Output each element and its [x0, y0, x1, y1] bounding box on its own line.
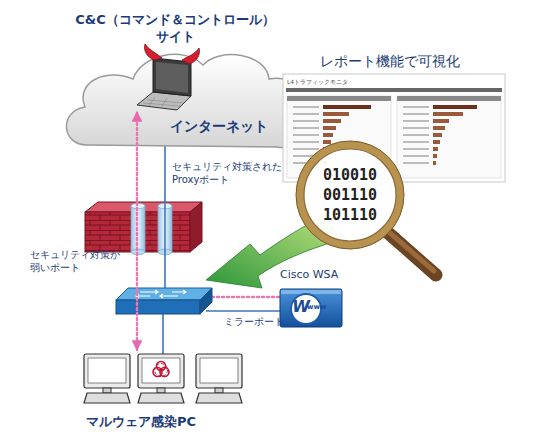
report-title: L4トラフィックモニタ — [287, 78, 407, 86]
firewall-side — [190, 202, 202, 252]
infected-pc: マルウェア感染PC — [132, 350, 190, 412]
port-annotation: ミラーポート — [224, 315, 304, 328]
port-tube-bottom — [131, 249, 145, 255]
pc-icon — [196, 354, 242, 403]
laptop-display — [156, 62, 188, 93]
row-stub — [403, 141, 429, 143]
lens-rim — [304, 149, 396, 241]
switch-front — [116, 300, 200, 314]
appliance-edge — [281, 290, 341, 294]
port-tube — [131, 206, 145, 252]
row-stub — [293, 141, 319, 143]
row-stub — [403, 120, 429, 122]
traffic-bar — [433, 154, 437, 158]
cc-server: C&C（コマンド＆コントロール） サイト — [125, 50, 205, 112]
logo-text: www — [307, 303, 329, 312]
traffic-bar — [433, 119, 449, 123]
handle-shine — [390, 233, 434, 271]
panel-header — [287, 96, 391, 101]
cloud-shape — [66, 54, 303, 147]
devil-horn — [144, 44, 162, 60]
row-stub — [403, 127, 429, 129]
row-stub — [293, 113, 319, 115]
traffic-bar — [433, 140, 440, 144]
pc-icon — [138, 354, 184, 403]
row-stub — [403, 134, 429, 136]
laptop-screen — [153, 58, 191, 96]
traffic-bar — [433, 147, 438, 151]
traffic-bar — [323, 126, 336, 130]
traffic-arrow — [136, 112, 138, 350]
row-stub — [293, 148, 319, 150]
server-heading: C&C（コマンド＆コントロール） サイト — [70, 12, 280, 46]
report-bar — [286, 88, 502, 92]
row-stub — [403, 162, 429, 164]
row-stub — [293, 120, 319, 122]
row-stub — [293, 134, 319, 136]
traffic-bar — [323, 105, 371, 109]
magnifier: 010010 001110 101110 — [296, 141, 446, 281]
switch-side — [200, 288, 212, 314]
traffic-bar — [433, 126, 445, 130]
report-heading: レポート機能で可視化 — [320, 52, 490, 70]
traffic-bar — [433, 112, 463, 116]
traffic-bar — [433, 105, 477, 109]
magnifier-handle — [386, 231, 436, 275]
biohazard-ring — [155, 364, 168, 377]
infected-pc-shape — [132, 350, 190, 412]
port-annotation: セキュリティ対策された Proxyポート — [172, 160, 297, 186]
port-tube-top — [131, 203, 145, 209]
row-stub — [403, 148, 429, 150]
row-stub — [403, 106, 429, 108]
report-panel — [397, 96, 501, 178]
row-stub — [293, 106, 319, 108]
traffic-bar — [323, 119, 341, 123]
traffic-bar — [433, 133, 442, 137]
switch-top — [116, 288, 212, 300]
binary-data: 010010 001110 101110 — [320, 165, 380, 225]
traffic-bar — [323, 112, 349, 116]
row-stub — [403, 113, 429, 115]
pc-icon — [84, 354, 130, 403]
mirror-wire — [206, 310, 280, 312]
row-stub — [403, 155, 429, 157]
pc-wire — [162, 314, 164, 354]
pc-caption: マルウェア感染PC — [61, 414, 221, 431]
appliance-heading: Cisco WSA — [280, 268, 370, 282]
traffic-bar — [433, 161, 436, 165]
cc-server-shape — [125, 50, 205, 112]
port-annotation: セキュリティ対策が 弱いポート — [30, 248, 130, 274]
cloud-label: インターネット — [170, 117, 300, 135]
devil-horn — [182, 48, 200, 64]
row-stub — [293, 127, 319, 129]
appliance-box — [280, 289, 342, 327]
magnifier-lens — [300, 145, 400, 245]
uplink-wire — [164, 140, 166, 290]
traffic-bar — [323, 133, 333, 137]
internet-cloud: インターネット C&C（コマンド＆コントロール） サイト — [55, 45, 313, 153]
traffic-bar — [323, 140, 331, 144]
lens-rim — [296, 141, 404, 249]
laptop-keys — [143, 97, 183, 108]
biohazard-core — [159, 368, 163, 372]
switch-arrows — [136, 290, 186, 298]
mirror-traffic — [212, 296, 280, 298]
panel-header — [397, 96, 501, 101]
biohazard-symbol — [153, 362, 169, 377]
wsa-appliance: Cisco WSAWwww — [280, 289, 342, 327]
